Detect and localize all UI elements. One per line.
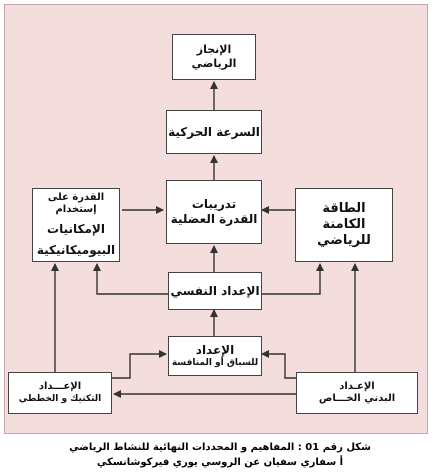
box-ability-line-1: القدرة على إستخدام <box>47 191 105 216</box>
box-psych-line-1: الإعداد النفسي <box>170 283 260 298</box>
box-speed-line-1: السرعة الحركية <box>168 124 260 139</box>
arrow-psych-ability <box>93 263 168 295</box>
box-technique-line-2: التكنيك و الخططي <box>18 393 102 404</box>
box-competition-line-1: الإعداد <box>195 342 235 357</box>
box-ability-line-3: البيوميكانيكية <box>36 243 116 258</box>
box-energy: الطاقة الكامنة للرياضي <box>295 188 393 262</box>
box-physical-line-2: البدني الخـــاص <box>318 393 396 404</box>
box-training-line-2: القدرة العضلية <box>170 212 258 226</box>
box-energy-line-2: الكامنة للرياضي <box>317 216 371 249</box>
box-speed: السرعة الحركية <box>166 110 262 154</box>
caption-line-2: أ سفاري سفيان عن الروسي يوري فيركوشانسكي <box>96 457 344 468</box>
box-competition-line-2: للسباق أو المنافسة <box>171 357 259 368</box>
box-achievement-line-1: الإنجاز الرياضي <box>191 43 237 70</box>
box-training-line-1: تدريبات <box>191 197 237 211</box>
box-ability: القدرة على إستخدام الإمكانيات البيوميكان… <box>32 188 120 262</box>
arrow-psych-energy <box>262 263 324 295</box>
box-energy-line-1: الطاقة <box>322 200 366 216</box>
box-physical-line-1: الإعـداد <box>339 380 375 392</box>
box-ability-line-2: الإمكانيات <box>47 222 105 237</box>
box-training: تدريبات القدرة العضلية <box>166 180 262 244</box>
box-psych: الإعداد النفسي <box>168 272 262 310</box>
arrow-physical-competition <box>261 350 296 379</box>
box-competition: الإعداد للسباق أو المنافسة <box>168 336 262 376</box>
figure-caption: شكل رقم 01 : المفاهيم و المحددات النهائي… <box>30 440 410 470</box>
arrow-technique-competition <box>112 350 167 379</box>
box-technique-line-1: الإعـــداد <box>38 381 82 393</box>
box-technique: الإعـــداد التكنيك و الخططي <box>8 372 112 414</box>
caption-line-1: شكل رقم 01 : المفاهيم و المحددات النهائي… <box>69 442 371 453</box>
box-achievement: الإنجاز الرياضي <box>172 34 256 80</box>
box-physical: الإعـداد البدني الخـــاص <box>296 372 418 414</box>
